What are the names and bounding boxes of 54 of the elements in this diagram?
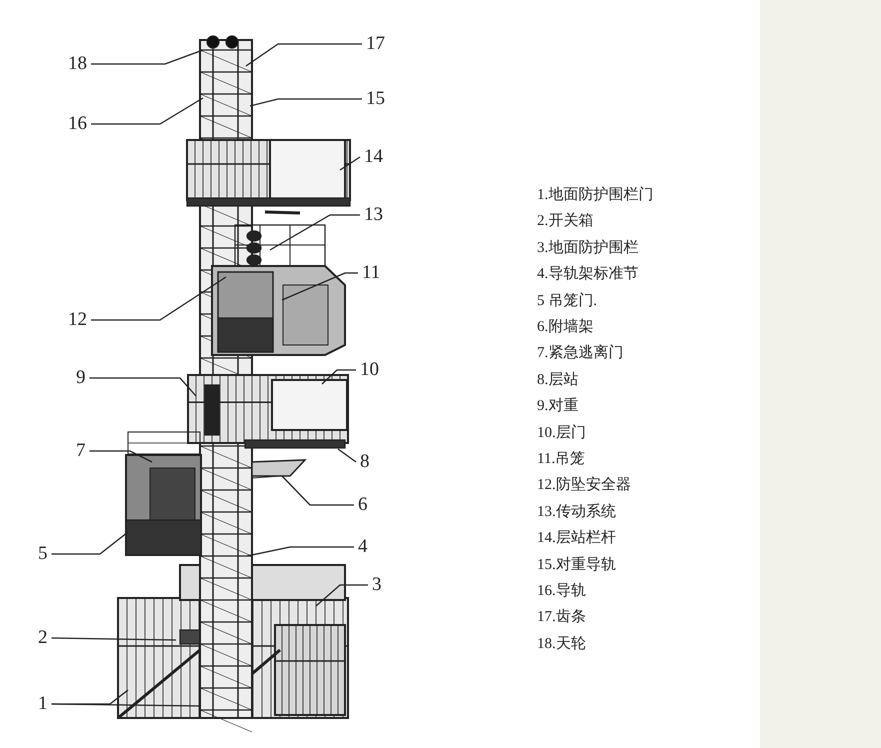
leader-line [270,214,360,251]
callout-number: 16 [68,114,87,134]
callout-number: 4 [358,537,368,557]
leader-line [322,369,356,384]
parts-list-item: 1.地面防护围栏门 [537,186,654,204]
leader-line [52,703,200,707]
parts-list-item: 4.导轨架标准节 [537,265,638,284]
callout-number: 9 [76,368,86,388]
parts-list-item: 9.对重 [537,397,578,416]
parts-list-item: 7.紧急逃离门 [537,344,624,362]
leader-line [90,450,152,463]
callout-number: 14 [364,147,383,167]
callout-number: 1 [38,694,48,714]
parts-list-item: 17.齿条 [537,608,586,626]
parts-list-item: 12.防坠安全器 [537,476,631,494]
callout-number: 15 [366,89,385,109]
parts-list-item: 8.层站 [537,370,578,389]
callout-number: 5 [38,544,48,564]
parts-list-item: 18.天轮 [537,634,586,653]
parts-list-item: 11.吊笼 [537,450,586,468]
parts-list-item: 6.附墙架 [537,318,594,336]
parts-list-item: 13.传动系统 [537,502,616,521]
callout-number: 3 [372,575,382,595]
callout-number: 12 [68,310,87,330]
callout-number: 10 [360,360,379,380]
parts-list-item: 2.开关箱 [537,212,594,230]
leader-line [338,448,356,463]
parts-list-item: 14.层站栏杆 [537,529,616,548]
leader-line [52,531,128,555]
leader-line [282,272,358,301]
parts-list-item: 16.导轨 [537,582,586,600]
leader-line [91,276,226,321]
callout-number: 18 [68,54,87,74]
callout-number: 2 [38,628,48,648]
parts-list-item: 3.地面防护围栏 [537,238,638,257]
callout-number: 17 [366,34,385,54]
leader-line [91,97,204,125]
callout-number: 7 [76,441,86,461]
leader-line [316,584,368,606]
leader-line [340,156,360,171]
callout-number: 8 [360,452,370,472]
callout-number: 13 [364,205,383,225]
leader-line [91,49,204,65]
leader-line [246,546,354,557]
callout-number: 11 [362,263,380,283]
parts-list-item: 5 吊笼门. [537,292,597,310]
parts-list-item: 15.对重导轨 [537,556,616,574]
leader-line [246,43,362,67]
leader-line [282,476,354,506]
callout-number: 6 [358,495,368,515]
leader-line [51,637,176,641]
leader-line [90,377,196,396]
parts-list-item: 10.层门 [537,424,586,442]
leader-line [250,98,362,107]
